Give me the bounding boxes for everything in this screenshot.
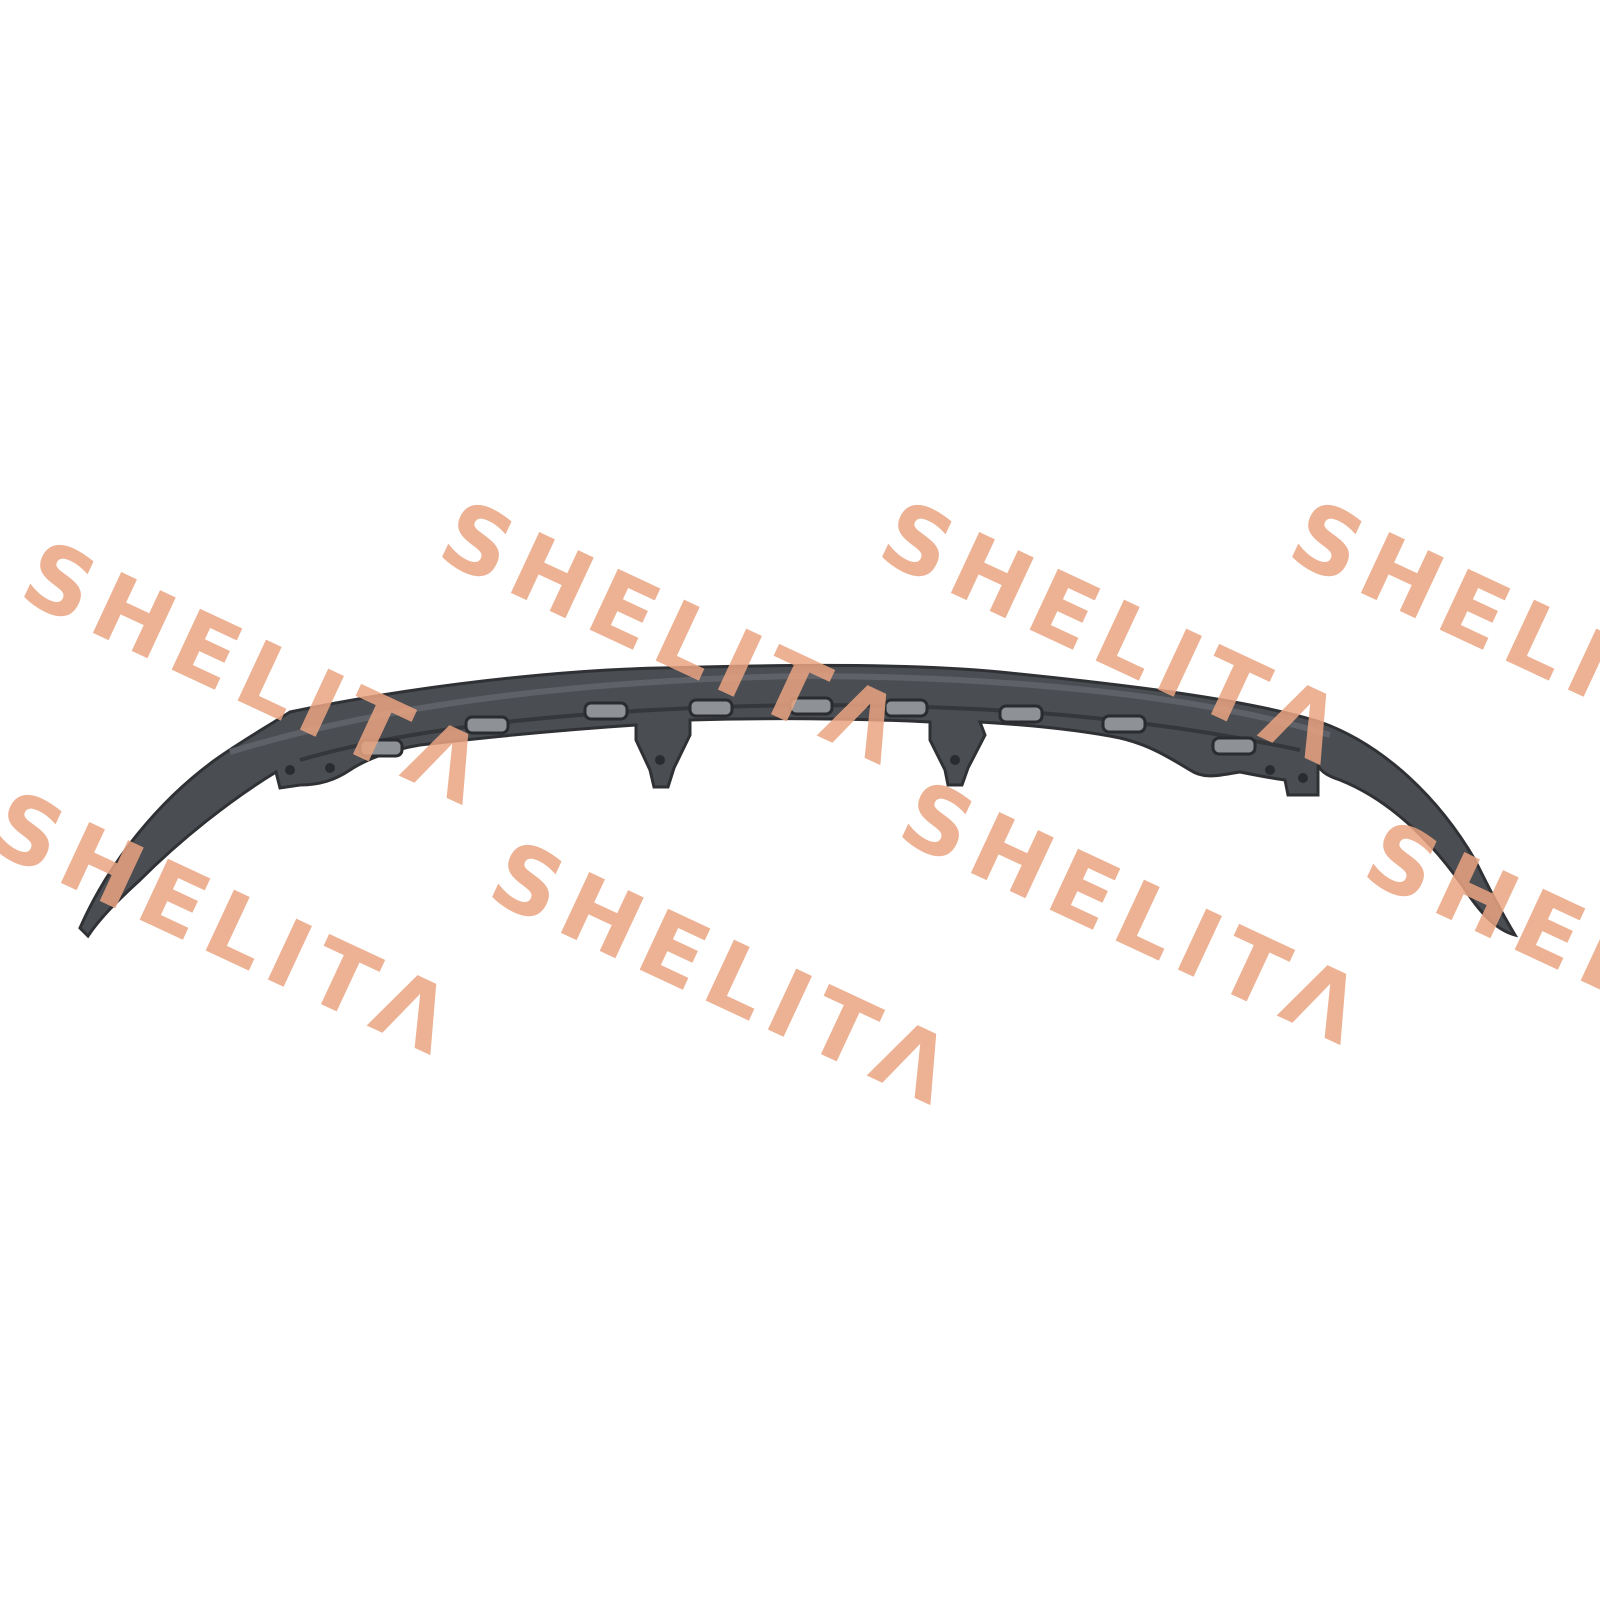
fastener-hole: [1265, 765, 1275, 775]
fastener-hole: [655, 755, 665, 765]
slot: [464, 715, 510, 735]
mounting-slots: [358, 696, 1257, 758]
bracket-rim: [229, 672, 1331, 755]
slot: [688, 698, 734, 718]
bracket-body: [78, 663, 1519, 939]
bumper-bracket: [78, 663, 1519, 939]
slot: [1211, 736, 1257, 756]
slot: [788, 696, 834, 716]
fastener-hole: [285, 765, 295, 775]
fastener-hole: [1298, 773, 1308, 783]
slot: [358, 738, 404, 758]
fastener-hole: [950, 755, 960, 765]
slot: [1101, 714, 1147, 734]
slot: [998, 704, 1044, 724]
fastener-holes: [285, 755, 1308, 783]
slot: [583, 701, 629, 721]
slot: [883, 698, 929, 718]
fastener-hole: [325, 763, 335, 773]
